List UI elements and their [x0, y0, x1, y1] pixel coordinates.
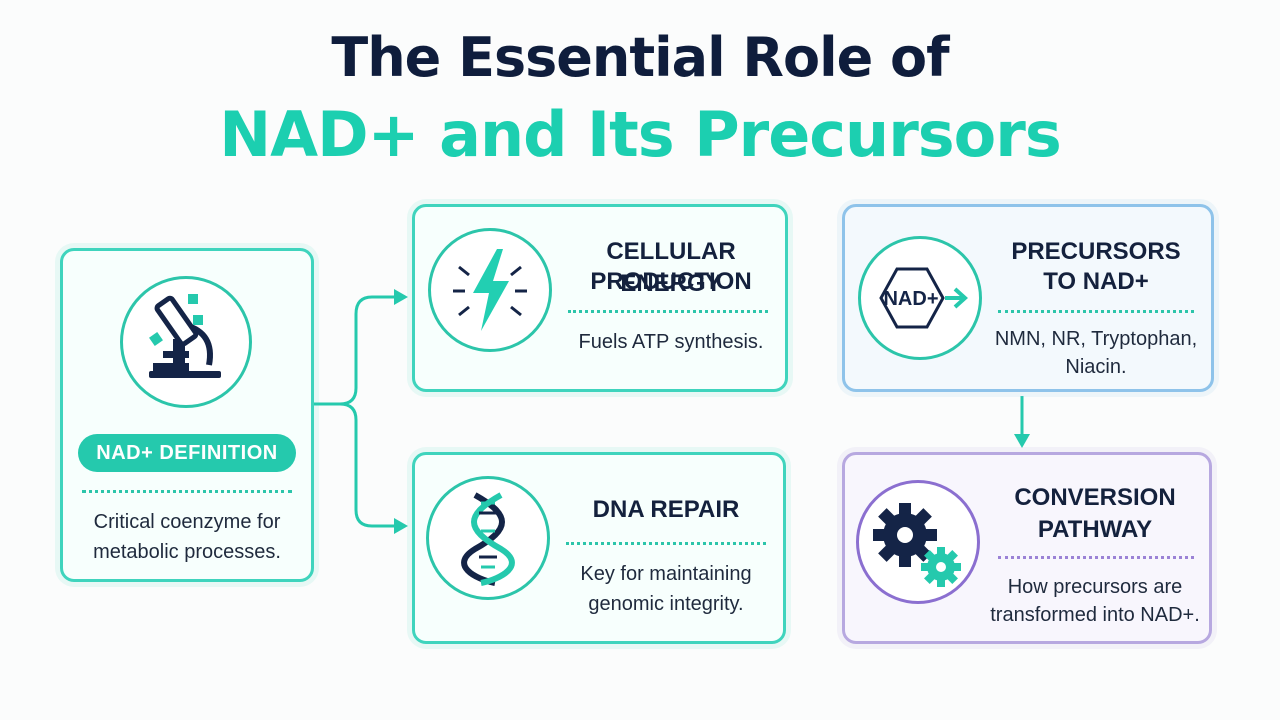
connector-definition-to-energy — [314, 295, 396, 406]
dna-icon-circle — [426, 476, 550, 600]
dna-divider — [566, 542, 766, 545]
lightning-bolt-icon — [453, 249, 527, 331]
nad-icon-text: NAD+ — [883, 288, 938, 310]
definition-icon-circle — [120, 276, 252, 408]
precursors-heading-line-1: PRECURSORS — [1011, 238, 1181, 265]
energy-icon-circle — [428, 228, 552, 352]
title-line-1: The Essential Role of — [331, 26, 949, 89]
dna-desc-line-2: genomic integrity. — [588, 593, 744, 615]
conversion-icon-circle — [856, 480, 980, 604]
definition-label-pill: NAD+ DEFINITION — [78, 434, 296, 472]
energy-desc: Fuels ATP synthesis. — [578, 331, 764, 353]
definition-desc-line-1: Critical coenzyme for — [93, 511, 281, 533]
precursors-icon-circle: NAD+ — [858, 236, 982, 360]
conversion-heading-line-2: PATHWAY — [1037, 516, 1153, 543]
nad-hexagon-arrow-icon: NAD+ — [879, 267, 968, 329]
microscope-icon — [149, 294, 221, 378]
title-line-2: NAD+ and Its Precursors — [219, 98, 1062, 171]
dna-heading: DNA REPAIR — [592, 496, 740, 523]
conversion-desc-line-2: transformed into NAD+. — [990, 604, 1200, 626]
precursors-divider — [998, 310, 1194, 313]
precursors-desc-line-2: Niacin. — [1065, 356, 1127, 378]
precursors-desc-line-1: NMN, NR, Tryptophan, — [994, 328, 1198, 350]
dna-desc-line-1: Key for maintaining — [580, 563, 752, 585]
connector-definition-to-dna — [339, 402, 396, 528]
definition-desc-line-2: metabolic processes. — [93, 541, 281, 563]
conversion-heading-line-1: CONVERSION — [1014, 484, 1176, 511]
conversion-divider — [998, 556, 1194, 559]
dna-helix-icon — [461, 492, 515, 586]
arrowhead-energy — [394, 289, 408, 305]
arrowhead-conversion — [1014, 434, 1030, 448]
energy-heading-line-1: CELLULAR ENERGY — [606, 238, 736, 297]
conversion-desc-line-1: How precursors are — [1007, 576, 1183, 598]
arrowhead-dna — [394, 518, 408, 534]
energy-heading-line-2: PRODUCTION — [590, 268, 752, 295]
precursors-heading-line-2: TO NAD+ — [1043, 268, 1149, 295]
definition-divider — [82, 490, 292, 493]
gears-icon — [873, 503, 961, 587]
energy-divider — [568, 310, 768, 313]
